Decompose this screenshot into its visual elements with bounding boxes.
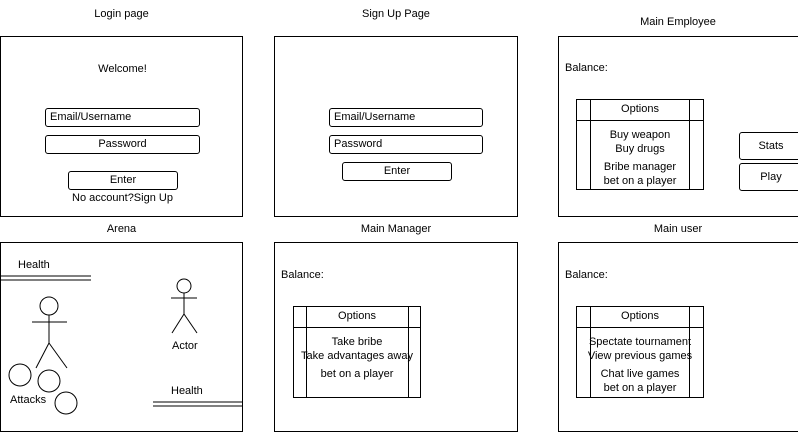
- main-manager-frame: Balance: Options Take bribe Take advanta…: [274, 242, 518, 432]
- main-employee-frame: Balance: Options Buy weapon Buy drugs Br…: [558, 36, 798, 217]
- arena-frame: [0, 242, 243, 432]
- option-bet-on-player[interactable]: bet on a player: [603, 382, 677, 394]
- attack-circles: [8, 363, 78, 415]
- signup-page-title: Sign Up Page: [362, 8, 430, 20]
- main-manager-title: Main Manager: [360, 223, 432, 235]
- arena-drawing: [0, 275, 243, 415]
- health-label-bottom: Health: [171, 385, 203, 397]
- option-take-advantages-away[interactable]: Take advantages away: [301, 350, 413, 362]
- option-bet-on-player[interactable]: bet on a player: [603, 175, 677, 187]
- main-user-title: Main user: [653, 223, 703, 235]
- play-button[interactable]: Play: [739, 163, 798, 191]
- arena-title: Arena: [106, 223, 137, 235]
- signup-enter-button[interactable]: Enter: [342, 162, 452, 181]
- main-employee-title: Main Employee: [640, 16, 716, 28]
- login-page-frame: Welcome! Email/Username Password Enter N…: [0, 36, 243, 217]
- option-take-bribe[interactable]: Take bribe: [331, 336, 383, 348]
- health-bar-top: [0, 275, 91, 281]
- option-spectate-tournament[interactable]: Spectate tournament: [588, 336, 692, 348]
- stats-button[interactable]: Stats: [739, 132, 798, 160]
- signup-email-field[interactable]: Email/Username: [329, 108, 483, 127]
- actor-label: Actor: [172, 340, 198, 352]
- employee-options-panel: Options Buy weapon Buy drugs Bribe manag…: [576, 99, 704, 190]
- welcome-text: Welcome!: [98, 63, 147, 75]
- employee-balance-label: Balance:: [565, 62, 608, 74]
- user-options-panel: Options Spectate tournament View previou…: [576, 306, 704, 398]
- user-balance-label: Balance:: [565, 269, 608, 281]
- health-bar-bottom: [153, 401, 243, 407]
- option-buy-weapon[interactable]: Buy weapon: [609, 129, 671, 141]
- login-enter-button[interactable]: Enter: [68, 171, 178, 190]
- manager-options-panel: Options Take bribe Take advantages away …: [293, 306, 421, 398]
- option-view-previous-games[interactable]: View previous games: [587, 350, 693, 362]
- option-buy-drugs[interactable]: Buy drugs: [615, 143, 665, 155]
- attacks-label: Attacks: [10, 394, 47, 406]
- login-page-title: Login page: [94, 8, 149, 20]
- actor-figure: [171, 278, 198, 334]
- user-options-header: Options: [621, 310, 659, 322]
- employee-options-header: Options: [621, 103, 659, 115]
- signup-page-frame: Email/Username Password Enter: [274, 36, 518, 217]
- option-bribe-manager[interactable]: Bribe manager: [603, 161, 677, 173]
- option-chat-live-games[interactable]: Chat live games: [600, 368, 680, 380]
- option-bet-on-player[interactable]: bet on a player: [320, 368, 394, 380]
- login-password-field[interactable]: Password: [45, 135, 200, 154]
- login-email-field[interactable]: Email/Username: [45, 108, 200, 127]
- manager-balance-label: Balance:: [281, 269, 324, 281]
- signup-password-field[interactable]: Password: [329, 135, 483, 154]
- manager-options-header: Options: [338, 310, 376, 322]
- signup-link[interactable]: No account?Sign Up: [72, 192, 173, 204]
- main-user-frame: Balance: Options Spectate tournament Vie…: [558, 242, 798, 432]
- player-figure: [32, 296, 68, 369]
- health-label-top: Health: [18, 259, 50, 271]
